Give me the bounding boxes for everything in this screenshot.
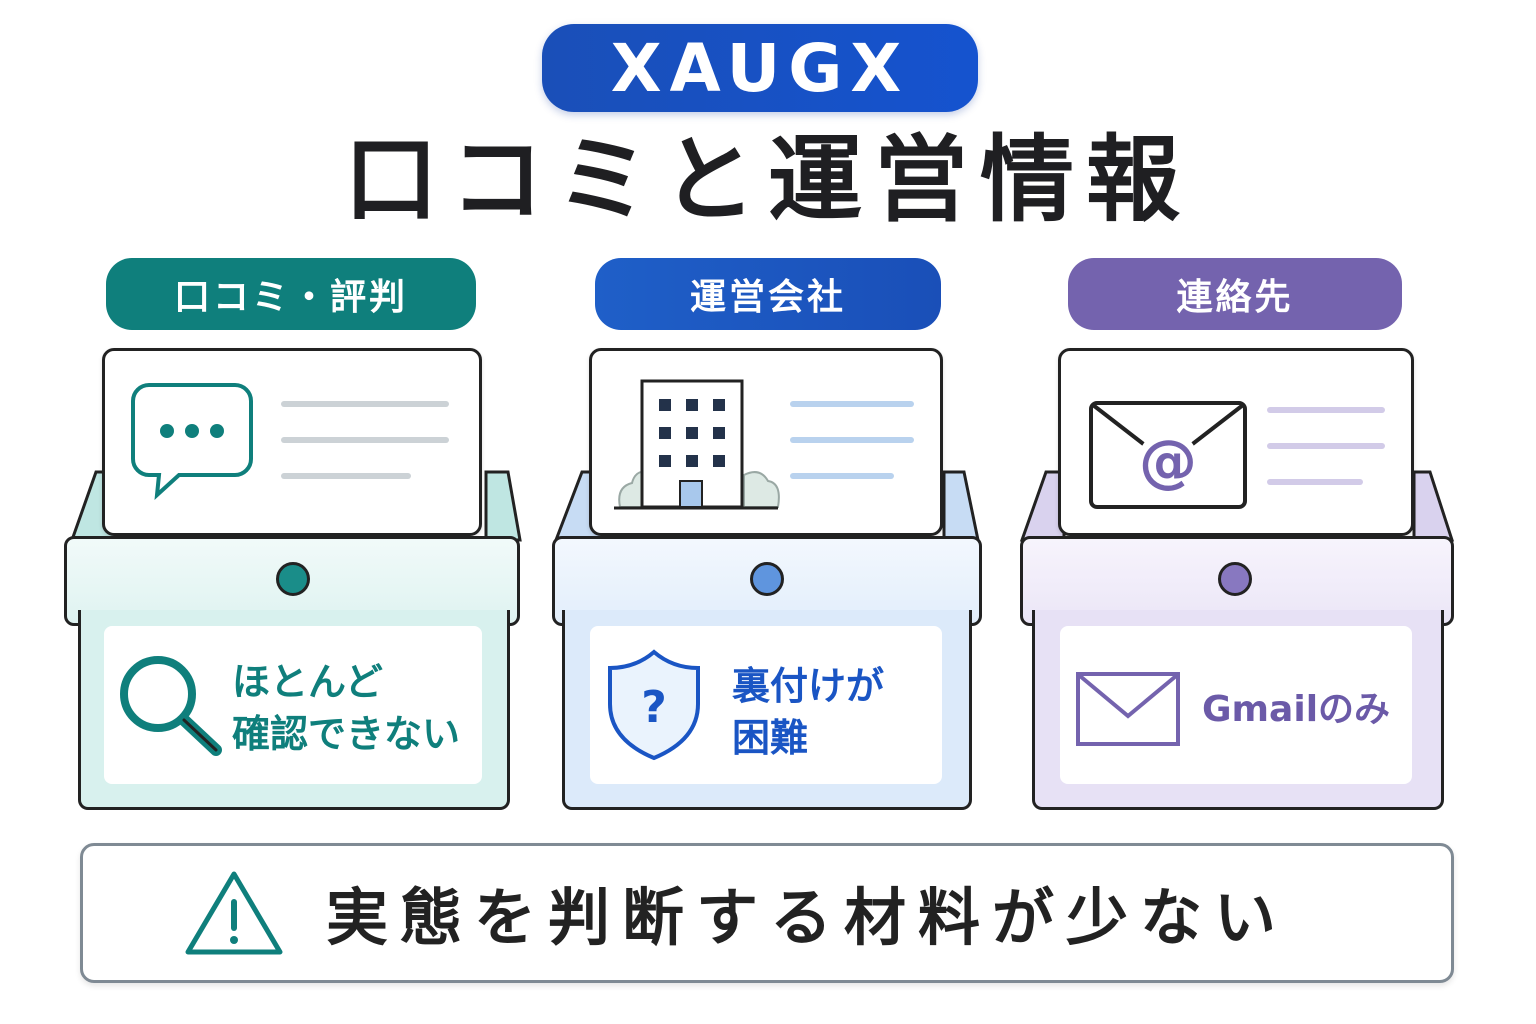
text-lines-placeholder — [1267, 407, 1385, 515]
box-knob-reviews — [276, 562, 310, 596]
box-knob-company — [750, 562, 784, 596]
panel-text-contact: Gmailのみ — [1202, 689, 1391, 730]
card-company — [589, 348, 943, 536]
office-building-icon — [614, 379, 780, 510]
warning-triangle-icon — [185, 871, 283, 955]
brand-name: XAUGX — [610, 29, 910, 107]
column-label-contact: 連絡先 — [1068, 258, 1402, 330]
text-lines-placeholder — [790, 401, 914, 509]
panel-reviews: ほとんど 確認できない — [104, 626, 482, 784]
card-contact: @ — [1058, 348, 1414, 536]
panel-company: ? 裏付けが 困難 — [590, 626, 942, 784]
at-envelope-icon: @ — [1089, 401, 1247, 509]
panel-contact: Gmailのみ — [1060, 626, 1412, 784]
svg-text:@: @ — [1139, 427, 1197, 495]
warning-text: 実態を判断する材料が少ない — [326, 881, 1289, 954]
panel-text-company: 裏付けが 困難 — [732, 664, 885, 760]
panel-text-reviews: ほとんど 確認できない — [232, 660, 461, 756]
brand-badge: XAUGX — [542, 24, 978, 112]
text-lines-placeholder — [281, 401, 449, 509]
card-reviews — [102, 348, 482, 536]
warning-banner — [80, 843, 1454, 983]
column-label-reviews: 口コミ・評判 — [106, 258, 476, 330]
mail-icon — [1076, 672, 1180, 746]
svg-text:?: ? — [641, 682, 667, 733]
column-label-company: 運営会社 — [595, 258, 941, 330]
shield-question-icon: ? — [608, 649, 700, 761]
page-title: 口コミと運営情報 — [343, 126, 1192, 235]
magnifier-icon — [120, 656, 222, 756]
speech-bubble-icon — [131, 383, 253, 500]
box-knob-contact — [1218, 562, 1252, 596]
